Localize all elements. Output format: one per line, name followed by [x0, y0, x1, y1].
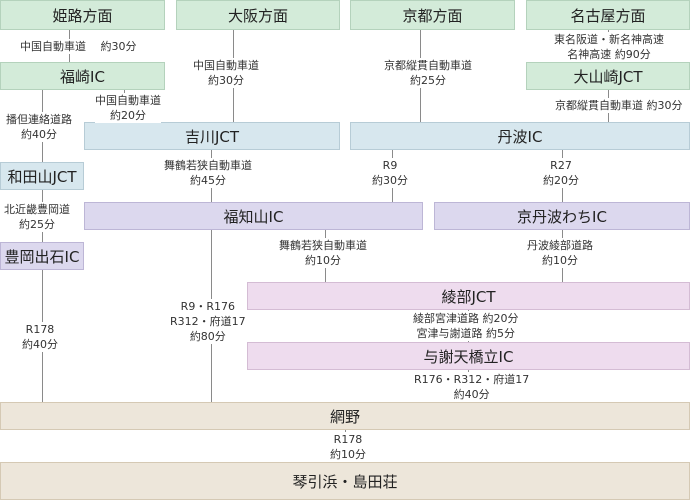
route-text: 約25分	[19, 218, 55, 231]
node-amino: 網野	[0, 402, 690, 430]
label-wachi-ayabe: 丹波綾部道路 約10分	[527, 238, 593, 268]
label-fukuchiyama-amino: R9・R176 R312・府道17 約80分	[170, 299, 246, 344]
route-text: 約10分	[542, 254, 578, 267]
route-text: 京都縦貫自動車道 約30分	[555, 99, 683, 112]
route-text: 名神高速 約90分	[567, 48, 651, 61]
node-wadayama: 和田山JCT	[0, 162, 84, 190]
label-wadayama-toyooka: 北近畿豊岡道 約25分	[4, 202, 70, 232]
node-kotohikihama: 琴引浜・島田荘	[0, 462, 690, 500]
route-text: 京都縦貫自動車道	[384, 59, 472, 72]
route-text: R176・R312・府道17	[414, 373, 530, 386]
route-text: 約20分	[543, 174, 579, 187]
label-tamba-fukuchiyama: R9 約30分	[372, 158, 408, 188]
node-kyoto: 京都方面	[350, 0, 515, 30]
route-text: 約25分	[410, 74, 446, 87]
route-text: R9	[382, 159, 398, 172]
label-amino-kotohikihama: R178 約10分	[330, 432, 366, 462]
node-osaka: 大阪方面	[176, 0, 340, 30]
node-oyamazaki: 大山崎JCT	[526, 62, 690, 90]
route-text: 約20分	[110, 109, 146, 122]
node-nagoya: 名古屋方面	[526, 0, 690, 30]
node-tamba: 丹波IC	[350, 122, 690, 150]
node-fukusaki: 福崎IC	[0, 62, 165, 90]
label-fukusaki-wadayama: 播但連絡道路 約40分	[6, 112, 72, 142]
route-text: 綾部宮津道路 約20分	[413, 312, 519, 325]
route-text: R178	[333, 433, 363, 446]
route-text: 宮津与謝道路 約5分	[416, 327, 516, 340]
node-himeji: 姫路方面	[0, 0, 165, 30]
route-text: R27	[550, 159, 572, 172]
route-text: 約30分	[208, 74, 244, 87]
label-fukusaki-yokawa: 中国自動車道 約20分	[95, 93, 161, 123]
route-text: 東名阪道・新名神高速	[554, 33, 664, 46]
label-osaka-yokawa: 中国自動車道 約30分	[193, 58, 259, 88]
route-text: 約30分	[372, 174, 408, 187]
node-toyooka-izushi: 豊岡出石IC	[0, 242, 84, 270]
route-text: 約10分	[305, 254, 341, 267]
route-text: 舞鶴若狭自動車道	[279, 239, 367, 252]
route-text: 中国自動車道	[193, 59, 259, 72]
label-yokawa-fukuchiyama: 舞鶴若狭自動車道 約45分	[164, 158, 252, 188]
route-text: 中国自動車道 約30分	[20, 40, 137, 53]
route-text: 約40分	[453, 388, 490, 401]
node-kyotamba-wachi: 京丹波わちIC	[434, 202, 690, 230]
route-text: 約40分	[22, 338, 58, 351]
route-text: 中国自動車道	[95, 94, 161, 107]
route-text: 播但連絡道路	[6, 113, 72, 126]
route-text: R312・府道17	[170, 315, 246, 328]
label-tamba-wachi: R27 約20分	[543, 158, 579, 188]
route-text: 北近畿豊岡道	[4, 203, 70, 216]
route-text: 約40分	[21, 128, 57, 141]
label-yosano-amino: R176・R312・府道17 約40分	[414, 372, 530, 402]
label-ayabe-yosano: 綾部宮津道路 約20分 宮津与謝道路 約5分	[413, 311, 519, 341]
label-toyooka-amino: R178 約40分	[22, 322, 58, 352]
node-fukuchiyama: 福知山IC	[84, 202, 423, 230]
route-text: 丹波綾部道路	[527, 239, 593, 252]
label-oyamazaki-tamba: 京都縦貫自動車道 約30分	[555, 98, 683, 113]
route-text: 約45分	[190, 174, 226, 187]
node-yokawa: 吉川JCT	[84, 122, 340, 150]
route-text: R9・R176	[180, 300, 235, 313]
node-ayabe: 綾部JCT	[247, 282, 690, 310]
label-nagoya-oyamazaki: 東名阪道・新名神高速 名神高速 約90分	[554, 32, 664, 62]
route-text: R178	[25, 323, 55, 336]
label-kyoto-tamba: 京都縦貫自動車道 約25分	[384, 58, 472, 88]
label-fukuchiyama-ayabe: 舞鶴若狭自動車道 約10分	[279, 238, 367, 268]
node-yosano: 与謝天橋立IC	[247, 342, 690, 370]
route-text: 約80分	[189, 330, 226, 343]
route-text: 約10分	[330, 448, 366, 461]
label-himeji-fukusaki: 中国自動車道 約30分	[20, 39, 137, 54]
route-text: 舞鶴若狭自動車道	[164, 159, 252, 172]
